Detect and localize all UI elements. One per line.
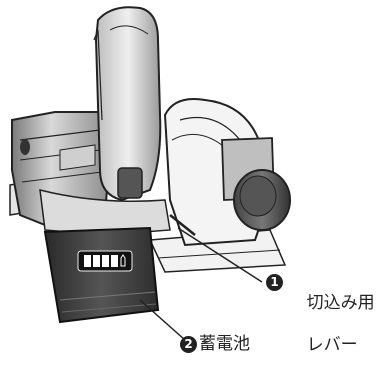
battery-pack [43,226,160,324]
callout-label-2: 蓄電池 [199,334,250,354]
callout-number-1: 1 [266,274,283,291]
callout-number-2: 2 [180,336,197,353]
saw-front-body [39,144,171,236]
saw-handle [93,6,162,202]
callout-label-1-line2: レバー [306,335,358,355]
callout-label-1-line1: 切込み用 [306,293,375,313]
battery-level-indicator [84,254,126,267]
circular-saw-illustration [9,6,291,341]
depth-lever [169,137,291,236]
leader-lines [139,227,263,341]
callout-depth-lever: 1 切込み用 レバー [266,272,375,377]
callout-battery: 2 蓄電池 [180,334,250,355]
